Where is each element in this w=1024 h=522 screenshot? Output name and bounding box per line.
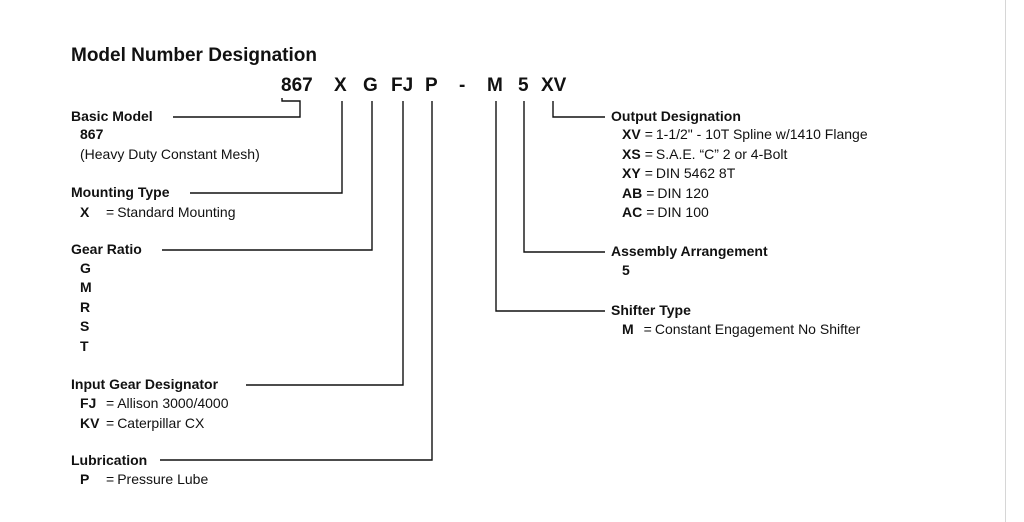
lubrication-heading: Lubrication <box>71 452 148 468</box>
connector-output <box>552 101 605 118</box>
input-gear-heading: Input Gear Designator <box>71 376 219 392</box>
mounting-type-heading: Mounting Type <box>71 184 170 200</box>
input-gear-option: KV =Caterpillar CX <box>80 415 204 432</box>
output-option: XY=DIN 5462 8T <box>622 165 735 182</box>
connector-shifter-type <box>495 101 605 312</box>
code-5: 5 <box>518 75 529 96</box>
connector-mounting-type <box>190 101 343 194</box>
option-desc: Constant Engagement No Shifter <box>654 321 861 337</box>
option-code: XY <box>622 165 641 181</box>
gear-ratio-heading: Gear Ratio <box>71 241 142 257</box>
shifter-type-heading: Shifter Type <box>611 302 691 318</box>
option-desc: Allison 3000/4000 <box>117 395 229 411</box>
option-equals: = <box>106 415 115 431</box>
option-code: XV <box>622 126 641 142</box>
gear-ratio-option: R <box>80 299 91 315</box>
connector-basic-model <box>173 98 301 118</box>
gear-ratio-option: M <box>80 279 92 295</box>
code-g: G <box>363 75 378 96</box>
code-867: 867 <box>281 75 313 96</box>
code-m: M <box>487 75 503 96</box>
connector-input-gear <box>246 101 404 386</box>
code-fj: FJ <box>391 75 414 96</box>
connector-lubrication <box>160 101 433 461</box>
input-gear-option: FJ =Allison 3000/4000 <box>80 395 229 412</box>
assembly-arrangement-value: 5 <box>622 262 630 278</box>
basic-model-desc: (Heavy Duty Constant Mesh) <box>80 146 260 162</box>
option-desc: DIN 100 <box>657 204 709 220</box>
option-code: M <box>622 321 634 337</box>
option-desc: Caterpillar CX <box>117 415 205 431</box>
gear-ratio-option: G <box>80 260 91 276</box>
option-code: FJ <box>80 395 97 411</box>
assembly-arrangement-heading: Assembly Arrangement <box>611 243 768 259</box>
option-equals: = <box>646 204 655 220</box>
output-option: XS=S.A.E. “C” 2 or 4-Bolt <box>622 146 787 163</box>
code-xv: XV <box>541 75 567 96</box>
option-equals: = <box>106 395 115 411</box>
output-designation-heading: Output Designation <box>611 108 741 124</box>
option-desc: 1-1/2" - 10T Spline w/1410 Flange <box>655 126 868 142</box>
option-code: AC <box>622 204 643 220</box>
option-desc: DIN 120 <box>657 185 709 201</box>
page-edge-line <box>1005 0 1006 522</box>
gear-ratio-option: T <box>80 338 89 354</box>
option-desc: S.A.E. “C” 2 or 4-Bolt <box>655 146 788 162</box>
page-title: Model Number Designation <box>71 45 317 66</box>
output-option: AB=DIN 120 <box>622 185 709 202</box>
option-equals: = <box>646 185 655 201</box>
option-desc: DIN 5462 8T <box>655 165 736 181</box>
option-equals: = <box>644 146 653 162</box>
option-equals: = <box>644 165 653 181</box>
option-desc: Standard Mounting <box>117 204 236 220</box>
option-equals: = <box>106 471 115 487</box>
option-code: KV <box>80 415 100 431</box>
connector-assembly <box>523 101 605 253</box>
option-equals: = <box>106 204 115 220</box>
connector-gear-ratio <box>162 101 373 251</box>
shifter-type-option: M =Constant Engagement No Shifter <box>622 321 860 338</box>
option-code: P <box>80 471 90 487</box>
lubrication-option: P =Pressure Lube <box>80 471 208 488</box>
output-option: XV=1-1/2" - 10T Spline w/1410 Flange <box>622 126 868 143</box>
code-dash: - <box>459 75 466 96</box>
mounting-type-option: X =Standard Mounting <box>80 204 236 221</box>
option-equals: = <box>644 126 653 142</box>
basic-model-heading: Basic Model <box>71 108 153 124</box>
option-code: X <box>80 204 90 220</box>
option-code: XS <box>622 146 641 162</box>
output-option: AC=DIN 100 <box>622 204 709 221</box>
basic-model-value: 867 <box>80 126 104 142</box>
option-equals: = <box>643 321 652 337</box>
gear-ratio-option: S <box>80 318 90 334</box>
code-p: P <box>425 75 438 96</box>
code-x: X <box>334 75 347 96</box>
option-code: AB <box>622 185 643 201</box>
option-desc: Pressure Lube <box>117 471 209 487</box>
